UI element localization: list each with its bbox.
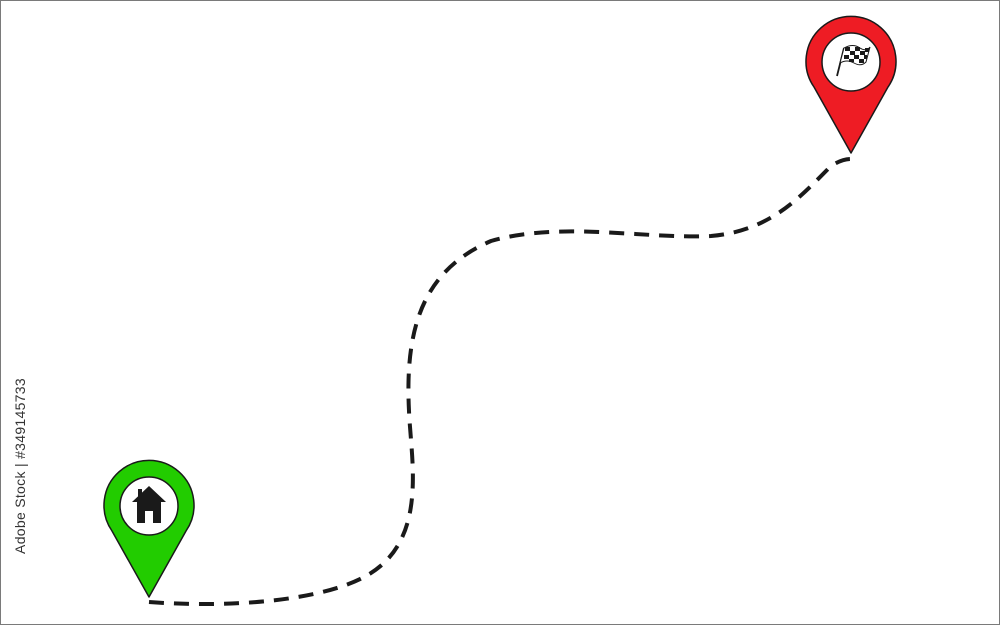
home-icon [132,486,166,523]
checkered-flag-icon [836,45,871,77]
stock-watermark: Adobe Stock | #349145733 [5,378,35,554]
start-location-pin [103,459,195,598]
dashed-route-path [148,157,852,606]
finish-location-pin [805,15,897,154]
stock-watermark-text: Adobe Stock | #349145733 [12,378,28,554]
